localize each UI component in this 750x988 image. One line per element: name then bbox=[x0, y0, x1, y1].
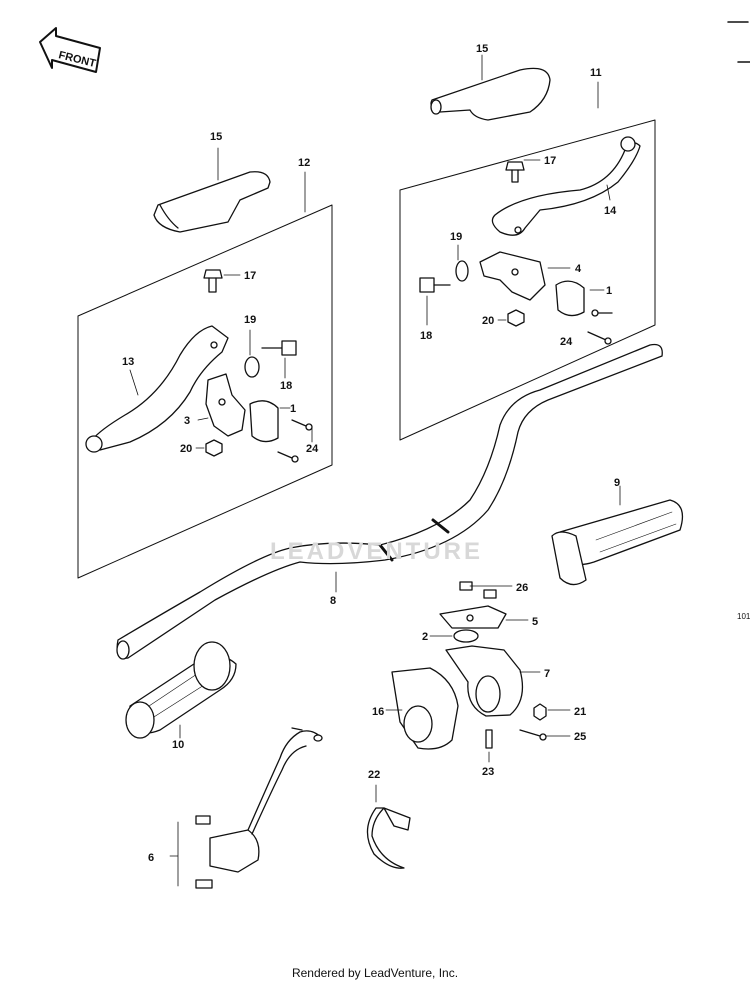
callout-15: 15 bbox=[210, 131, 222, 143]
callout-3: 3 bbox=[184, 415, 190, 427]
callout-15: 15 bbox=[476, 43, 488, 55]
callout-23: 23 bbox=[482, 766, 494, 778]
throttle-cover-5 bbox=[439, 605, 529, 629]
throttle-housing-7 bbox=[445, 645, 541, 717]
switch-6 bbox=[169, 727, 323, 889]
lever-14 bbox=[491, 136, 641, 236]
callout-18: 18 bbox=[280, 380, 292, 392]
callout-24: 24 bbox=[560, 336, 573, 348]
callout-4: 4 bbox=[575, 263, 582, 275]
callout-14: 14 bbox=[604, 205, 617, 217]
throttle-housing-16 bbox=[385, 667, 459, 750]
screw-23 bbox=[485, 729, 493, 763]
clamp-22 bbox=[366, 784, 411, 869]
grip-9 bbox=[551, 485, 684, 586]
callout-16: 16 bbox=[372, 706, 384, 718]
callout-11: 11 bbox=[590, 67, 602, 79]
grip-10 bbox=[125, 641, 237, 739]
lever-13 bbox=[85, 325, 229, 453]
bolt-17-right bbox=[505, 159, 541, 183]
screw-18-right bbox=[419, 277, 451, 326]
screw-25 bbox=[519, 729, 571, 741]
side-code: 101 bbox=[737, 612, 750, 621]
callout-13: 13 bbox=[122, 356, 134, 368]
callout-8: 8 bbox=[330, 595, 336, 607]
callout-labels: 15 11 15 12 17 14 19 4 17 1 20 19 18 24 … bbox=[122, 43, 620, 864]
screw-24-left bbox=[291, 419, 313, 443]
clamp-1-right bbox=[555, 280, 605, 317]
grip-15-right bbox=[430, 54, 551, 121]
callout-25: 25 bbox=[574, 731, 586, 743]
bolt-17-left bbox=[203, 269, 241, 293]
clamp-1-left bbox=[249, 400, 291, 443]
watermark: LEADVENTURE bbox=[270, 538, 484, 565]
callout-19: 19 bbox=[450, 231, 462, 243]
callout-26: 26 bbox=[516, 582, 528, 594]
group-11-box bbox=[399, 119, 656, 441]
callout-5: 5 bbox=[532, 616, 538, 628]
callout-6: 6 bbox=[148, 852, 154, 864]
callout-7: 7 bbox=[544, 668, 550, 680]
callout-17: 17 bbox=[244, 270, 256, 282]
callout-19: 19 bbox=[244, 314, 256, 326]
washer-19-left bbox=[244, 329, 260, 378]
callout-18: 18 bbox=[420, 330, 432, 342]
front-arrow-icon bbox=[39, 27, 101, 73]
callout-20: 20 bbox=[180, 443, 192, 455]
footer-credit: Rendered by LeadVenture, Inc. bbox=[291, 966, 459, 980]
callout-22: 22 bbox=[368, 769, 380, 781]
callout-1: 1 bbox=[606, 285, 612, 297]
callout-12: 12 bbox=[298, 157, 310, 169]
throttle-pulley-2 bbox=[429, 629, 479, 643]
group-12-box bbox=[77, 204, 333, 579]
handlebar-8 bbox=[116, 343, 663, 660]
callout-2: 2 bbox=[422, 631, 428, 643]
nut-20-right bbox=[497, 309, 525, 327]
callout-1: 1 bbox=[290, 403, 296, 415]
throttle-screws-26 bbox=[459, 581, 513, 599]
callout-10: 10 bbox=[172, 739, 184, 751]
callout-24: 24 bbox=[306, 443, 319, 455]
nut-20-left bbox=[195, 439, 223, 457]
nut-21 bbox=[533, 703, 571, 721]
screw-18-left bbox=[261, 340, 297, 379]
callout-9: 9 bbox=[614, 477, 620, 489]
grip-15-left bbox=[153, 147, 271, 233]
washer-19-right bbox=[455, 244, 469, 282]
callout-17: 17 bbox=[544, 155, 556, 167]
callout-20: 20 bbox=[482, 315, 494, 327]
bracket-4 bbox=[479, 251, 571, 301]
screw-24-right bbox=[587, 309, 613, 345]
bracket-3 bbox=[197, 373, 246, 437]
callout-21: 21 bbox=[574, 706, 586, 718]
